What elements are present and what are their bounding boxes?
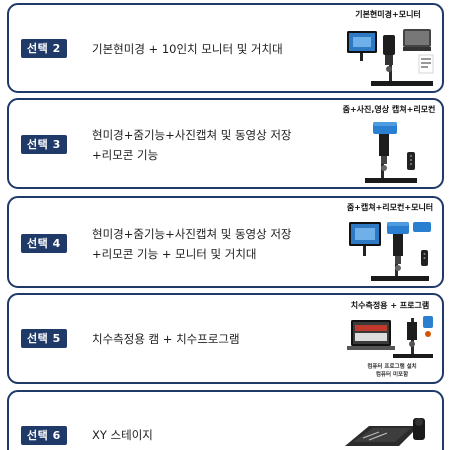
option-description: 현미경+줌기능+사진캡쳐 및 동영상 저장 +리모콘 기능 + 모니터 및 거치… (92, 224, 292, 264)
image-caption: 줌+캡쳐+리모컨+모니터 (346, 203, 434, 212)
option-card-5[interactable]: 선택 5 치수측정용 캠 + 치수프로그램 치수측정용 + 프로그램 컴퓨터 프… (7, 293, 444, 384)
image-sub-caption-line: 컴퓨터 미포함 (375, 372, 409, 378)
option-badge: 선택 3 (21, 135, 67, 154)
measurement-camera-with-computer-icon (347, 316, 433, 358)
option-description: 현미경+줌기능+사진캡쳐 및 동영상 저장 +리모콘 기능 (92, 125, 292, 165)
option-description-line: 현미경+줌기능+사진캡쳐 및 동영상 저장 (92, 227, 292, 241)
option-description-line: 기본현미경 + 10인치 모니터 및 거치대 (92, 42, 283, 56)
option-description: 치수측정용 캠 + 치수프로그램 (92, 329, 240, 349)
option-description-line: +리모콘 기능 (92, 148, 159, 162)
option-card-2[interactable]: 선택 2 기본현미경 + 10인치 모니터 및 거치대 기본현미경+모니터 (7, 3, 444, 93)
option-card-3[interactable]: 선택 3 현미경+줌기능+사진캡쳐 및 동영상 저장 +리모콘 기능 줌+사진,… (7, 98, 444, 189)
microscope-with-monitor-and-case-icon (347, 29, 434, 86)
option-badge: 선택 5 (21, 329, 67, 348)
option-description-line: XY 스테이지 (92, 428, 153, 442)
option-description-line: 치수측정용 캠 + 치수프로그램 (92, 332, 240, 346)
option-description-line: +리모콘 기능 + 모니터 및 거치대 (92, 247, 257, 261)
option-card-4[interactable]: 선택 4 현미경+줌기능+사진캡쳐 및 동영상 저장 +리모콘 기능 + 모니터… (7, 196, 444, 288)
image-sub-caption: 컴퓨터 프로그램 설치 컴퓨터 미포함 (349, 363, 435, 379)
xy-stage-icon (345, 418, 425, 446)
option-description: 기본현미경 + 10인치 모니터 및 거치대 (92, 39, 283, 59)
zoom-microscope-with-remote-icon (365, 122, 417, 183)
option-badge: 선택 2 (21, 39, 67, 58)
zoom-microscope-with-monitor-and-remote-icon (349, 222, 431, 281)
option-description: XY 스테이지 (92, 425, 153, 445)
image-caption: 줌+사진,영상 캡쳐+리모컨 (342, 105, 436, 114)
image-sub-caption-line: 컴퓨터 프로그램 설치 (367, 364, 417, 370)
option-card-6[interactable]: 선택 6 XY 스테이지 (7, 390, 444, 450)
option-badge: 선택 4 (21, 234, 67, 253)
image-caption: 치수측정용 + 프로그램 (350, 301, 430, 310)
option-description-line: 현미경+줌기능+사진캡쳐 및 동영상 저장 (92, 128, 292, 142)
image-caption: 기본현미경+모니터 (355, 10, 421, 19)
option-badge: 선택 6 (21, 426, 67, 445)
